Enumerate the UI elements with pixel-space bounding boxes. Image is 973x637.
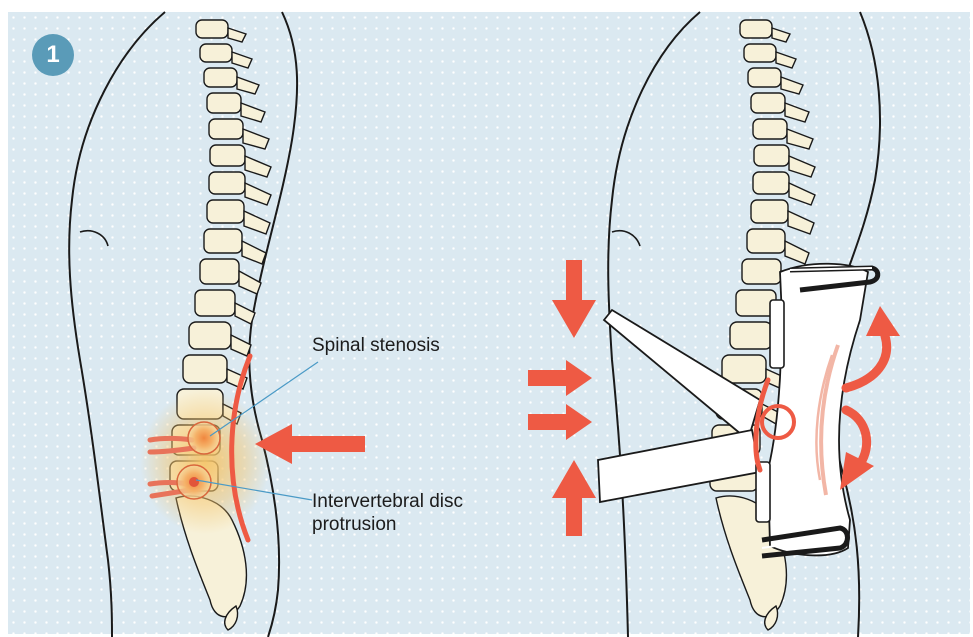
up-arrow-icon [552, 460, 596, 536]
right-arrow-icon-upper [528, 360, 592, 396]
spinal-stenosis-label: Spinal stenosis [312, 334, 440, 357]
disc-core [189, 477, 199, 487]
pain-glow [140, 390, 270, 534]
left-spine [170, 20, 271, 630]
pressure-arrow-icon [255, 424, 365, 464]
rotate-down-arrowhead [840, 452, 874, 490]
stenosis-disc [188, 422, 220, 454]
left-body-silhouette [69, 12, 297, 637]
down-arrow-icon [552, 260, 596, 338]
step-number-badge: 1 [32, 34, 74, 76]
rotate-up-arrowhead [866, 306, 900, 336]
disc-protrusion-label: Intervertebral disc protrusion [312, 490, 472, 536]
right-arrow-icon-lower [528, 404, 592, 440]
